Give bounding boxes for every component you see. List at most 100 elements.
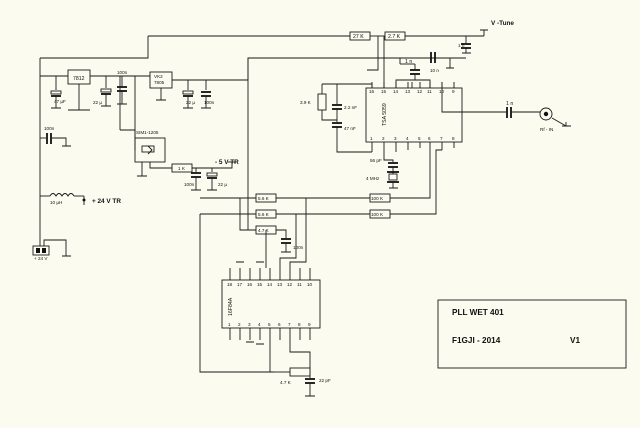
svg-text:7: 7 bbox=[288, 322, 291, 327]
label-10uh: 10 µH bbox=[50, 200, 62, 205]
label-2-2nf: 2.2 nF bbox=[344, 105, 357, 110]
v-tune-network: 27 K 2.7 K V -Tune 1 n bbox=[148, 20, 514, 88]
svg-text:6: 6 bbox=[278, 322, 281, 327]
tsa5059-label: TSA 5059 bbox=[382, 103, 388, 126]
svg-text:3: 3 bbox=[394, 136, 397, 141]
svg-text:6: 6 bbox=[428, 136, 431, 141]
label-22pf: 22 pF bbox=[319, 378, 331, 383]
title-block-frame bbox=[437, 299, 627, 369]
rf-in-label: Rf - IN bbox=[540, 127, 553, 132]
svg-text:5: 5 bbox=[418, 136, 421, 141]
svg-text:8: 8 bbox=[298, 322, 301, 327]
label-7812: 7812 bbox=[73, 76, 85, 82]
label-1n-a: 1 n bbox=[405, 59, 412, 65]
label-27k: 27 K bbox=[353, 34, 364, 40]
label-100k-b: 100 K bbox=[371, 212, 384, 217]
label-1n-top: 1 n bbox=[458, 43, 465, 48]
title-text: PLL WET 401 bbox=[452, 308, 504, 317]
svg-text:9: 9 bbox=[452, 89, 455, 94]
svg-text:14: 14 bbox=[267, 282, 273, 287]
label-1n-b: 1 n bbox=[506, 101, 513, 107]
label-7805: 7805 bbox=[154, 80, 165, 85]
resistor-4-7k-b bbox=[289, 367, 311, 377]
inductor-10uh-icon bbox=[49, 193, 75, 197]
svg-text:8: 8 bbox=[452, 136, 455, 141]
plus-24v-label: + 24 V TR bbox=[92, 198, 121, 205]
label-5-6k-b: 5.6 K bbox=[258, 212, 270, 217]
svg-text:4: 4 bbox=[406, 136, 409, 141]
svg-text:4: 4 bbox=[258, 322, 261, 327]
label-1k: 1 K bbox=[178, 166, 186, 171]
pll-ic-tsa5059: TSA 5059 16 15 14 13 12 11 10 9 1 2 3 4 … bbox=[365, 82, 463, 158]
supply-rail: 7812 47 µF 22 µ 100n bbox=[39, 36, 150, 248]
regulator-7805-section: VK2 7805 22 µ 100n bbox=[134, 57, 466, 150]
input-filter: 100n 10 µH + 24 V TR bbox=[40, 126, 121, 205]
label-3-9k: 3.9 K bbox=[300, 100, 312, 105]
svg-text:1: 1 bbox=[370, 136, 373, 141]
label-100k-a: 100 K bbox=[371, 196, 384, 201]
svg-text:11: 11 bbox=[297, 282, 302, 287]
svg-text:10: 10 bbox=[307, 282, 313, 287]
pic16f84a-label: 16F84A bbox=[228, 297, 234, 316]
label-100n-c: 100n bbox=[184, 182, 195, 187]
label-vk2: VK2 bbox=[154, 74, 163, 79]
svg-text:1: 1 bbox=[228, 322, 231, 327]
crystal-section: 56 pF 4 MHz bbox=[366, 148, 399, 189]
pic-16f84a: 16F84A 18 17 16 15 14 13 12 11 10 1 2 3 … bbox=[221, 198, 321, 372]
label-100n-e: 100n bbox=[293, 245, 304, 250]
label-22u-c: 22 µ bbox=[218, 182, 227, 187]
svg-text:18: 18 bbox=[227, 282, 233, 287]
svg-text:12: 12 bbox=[287, 282, 293, 287]
svg-text:13: 13 bbox=[277, 282, 283, 287]
svg-text:15: 15 bbox=[257, 282, 263, 287]
loop-filter: 3.9 K 2.2 nF 47 nF bbox=[300, 83, 373, 153]
label-5-6k-a: 5.6 K bbox=[258, 196, 270, 201]
minus-5v-label: - 5 V TR bbox=[215, 159, 239, 166]
tsa5059-body bbox=[365, 87, 463, 143]
resistor-3-9k bbox=[317, 93, 327, 111]
divider-network: 5.6 K 100 K 5.6 K 100 K 4.7 K 100n bbox=[199, 58, 442, 373]
author-year-text: F1GJI - 2014 bbox=[452, 336, 501, 345]
svg-text:12: 12 bbox=[417, 89, 423, 94]
label-22uf: 22 µ bbox=[93, 100, 102, 105]
svg-text:2: 2 bbox=[382, 136, 385, 141]
label-100n-b: 100n bbox=[204, 100, 215, 105]
svg-text:9: 9 bbox=[308, 322, 311, 327]
version-text: V1 bbox=[570, 336, 580, 345]
svg-text:11: 11 bbox=[427, 89, 432, 94]
svg-text:17: 17 bbox=[237, 282, 243, 287]
svg-text:7: 7 bbox=[440, 136, 443, 141]
label-100n-a: 100n bbox=[117, 70, 128, 75]
label-4-7k-a: 4.7 K bbox=[258, 228, 270, 233]
label-100n-d: 100n bbox=[44, 126, 55, 131]
label-2-7k: 2.7 K bbox=[388, 34, 401, 40]
connector-body bbox=[32, 245, 50, 256]
label-10n: 10 n bbox=[430, 68, 439, 73]
osc-network: 4.7 K 22 pF bbox=[274, 367, 331, 397]
label-4-7k-b: 4.7 K bbox=[280, 380, 292, 385]
svg-text:16: 16 bbox=[247, 282, 253, 287]
v-tune-label: V -Tune bbox=[491, 20, 514, 27]
decoupling-10n: 10 n 1 n bbox=[395, 52, 454, 88]
label-47uf: 47 µF bbox=[54, 99, 66, 104]
svg-text:16: 16 bbox=[369, 89, 375, 94]
svg-text:15: 15 bbox=[381, 89, 387, 94]
label-22u-b: 22 µ bbox=[186, 100, 195, 105]
label-sim1-1205: SIM1-1205 bbox=[136, 130, 159, 135]
title-block: PLL WET 401 F1GJI - 2014 V1 bbox=[437, 299, 627, 369]
rf-input: 1 n Rf - IN bbox=[441, 82, 571, 132]
label-4mhz: 4 MHz bbox=[366, 176, 380, 181]
label-56pf: 56 pF bbox=[370, 158, 382, 163]
label-plus-24v: + 24 V bbox=[34, 256, 48, 261]
label-47nf: 47 nF bbox=[344, 126, 356, 131]
crystal-icon bbox=[388, 173, 398, 181]
pic16f84a-body bbox=[221, 279, 321, 329]
svg-text:5: 5 bbox=[268, 322, 271, 327]
power-connector: + 24 V bbox=[32, 239, 71, 261]
svg-text:3: 3 bbox=[248, 322, 251, 327]
svg-text:13: 13 bbox=[405, 89, 411, 94]
svg-text:2: 2 bbox=[238, 322, 241, 327]
dcdc-converter: SIM1-1205 1 K - 5 V TR 100n 22 µ bbox=[120, 76, 239, 191]
